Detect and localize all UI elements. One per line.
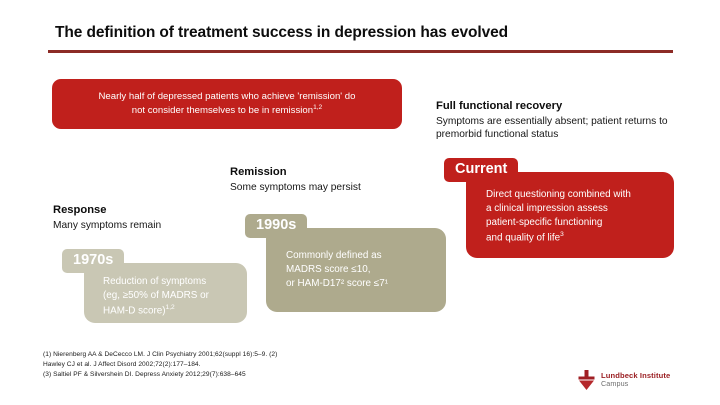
era-current-line-3: patient-specific functioning bbox=[486, 217, 603, 229]
era-1990s-line-1: Commonly defined as bbox=[286, 250, 382, 261]
stage-label-remission: Remission Some symptoms may persist bbox=[230, 165, 440, 194]
reference-line-1: (1) Nierenberg AA & DeCecco LM. J Clin P… bbox=[43, 351, 278, 358]
era-1970s-line-2: (eg, ≥50% of MADRS or bbox=[103, 290, 209, 302]
stage-heading-remission: Remission bbox=[230, 166, 287, 178]
stage-heading-response: Response bbox=[53, 204, 107, 216]
callout-line-2: not consider themselves to be in remissi… bbox=[131, 105, 314, 117]
era-body-1990s: Commonly defined as MADRS score ≤10, or … bbox=[266, 228, 446, 312]
callout-line-1: Nearly half of depressed patients who ac… bbox=[98, 90, 356, 102]
lundbeck-flask-icon bbox=[578, 370, 595, 390]
era-tab-current: Current bbox=[444, 158, 519, 182]
era-current-line-4: and quality of life bbox=[486, 232, 561, 244]
callout-superscript: 1,2 bbox=[313, 104, 323, 112]
era-body-1970s: Reduction of symptoms (eg, ≥50% of MADRS… bbox=[84, 263, 247, 323]
stage-subtext-response: Many symptoms remain bbox=[53, 220, 162, 231]
stage-label-response: Response Many symptoms remain bbox=[53, 203, 253, 232]
logo-name: Lundbeck Institute bbox=[601, 370, 671, 380]
era-tab-1970s: 1970s bbox=[62, 249, 125, 273]
remission-callout-box: Nearly half of depressed patients who ac… bbox=[52, 79, 402, 129]
era-1970s-line-3: HAM-D score) bbox=[103, 305, 166, 317]
era-1990s-line-3: or HAM-D17² score ≤7¹ bbox=[286, 278, 388, 290]
stage-subtext-recovery: Symptoms are essentially absent; patient… bbox=[436, 116, 668, 141]
era-1990s-line-2: MADRS score ≤10, bbox=[286, 264, 371, 276]
stage-subtext-remission: Some symptoms may persist bbox=[230, 182, 361, 193]
title-divider bbox=[48, 50, 673, 53]
lundbeck-institute-logo: Lundbeck Institute Campus bbox=[578, 370, 670, 390]
page-title: The definition of treatment success in d… bbox=[55, 24, 508, 41]
logo-subname: Campus bbox=[601, 379, 629, 389]
era-body-current: Direct questioning combined with a clini… bbox=[466, 172, 674, 258]
era-current-superscript: 3 bbox=[560, 231, 564, 239]
era-current-line-1: Direct questioning combined with bbox=[486, 189, 631, 200]
stage-heading-recovery: Full functional recovery bbox=[436, 100, 563, 112]
era-tab-1990s: 1990s bbox=[245, 214, 308, 238]
era-1970s-line-1: Reduction of symptoms bbox=[103, 276, 207, 287]
reference-line-3: (3) Saltiel PF & Silvershein DI. Depress… bbox=[43, 371, 246, 379]
era-1970s-superscript: 1,2 bbox=[165, 304, 175, 312]
logo-text-block: Lundbeck Institute Campus bbox=[601, 370, 671, 389]
references-block: (1) Nierenberg AA & DeCecco LM. J Clin P… bbox=[43, 350, 383, 381]
era-current-line-2: a clinical impression assess bbox=[486, 203, 608, 215]
reference-line-2: Hawley CJ et al. J Affect Disord 2002;72… bbox=[43, 361, 201, 369]
stage-label-recovery: Full functional recovery Symptoms are es… bbox=[436, 99, 706, 142]
